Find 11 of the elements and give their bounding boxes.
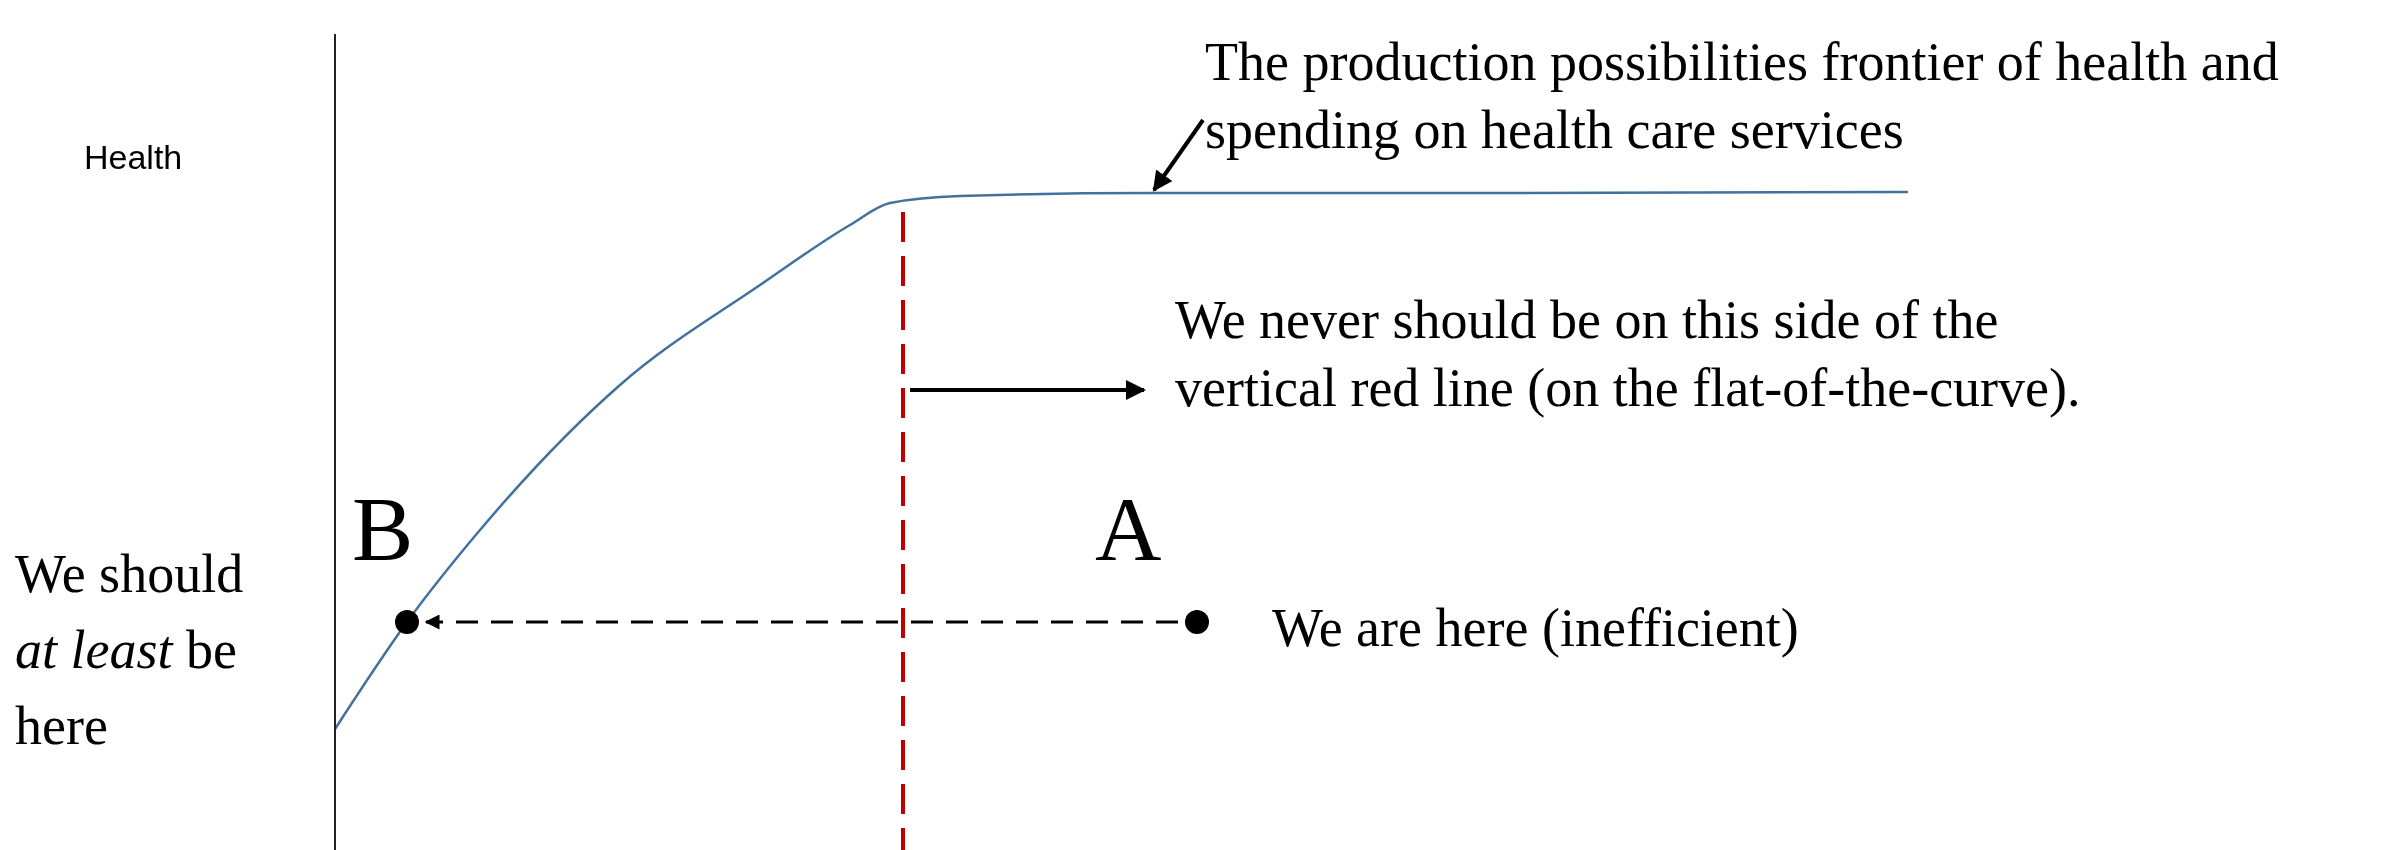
data-point <box>1185 610 1209 634</box>
note-text: We should at least be here <box>15 543 245 758</box>
leader-arrow <box>1152 118 1205 192</box>
point-label: A <box>1095 478 1163 580</box>
annotation-text: The production possibilities frontier of health and spending on health care services <box>1205 31 2280 162</box>
axis-label: Health <box>84 137 183 178</box>
note-text: We are here (inefficient) <box>1272 597 1800 660</box>
annotation-text: We never should be on this side of the vertical red line (on the flat-of-the-curve). <box>1175 289 2082 420</box>
dashed-arrow <box>424 614 1178 630</box>
data-point <box>395 610 419 634</box>
point-label: B <box>352 478 415 580</box>
